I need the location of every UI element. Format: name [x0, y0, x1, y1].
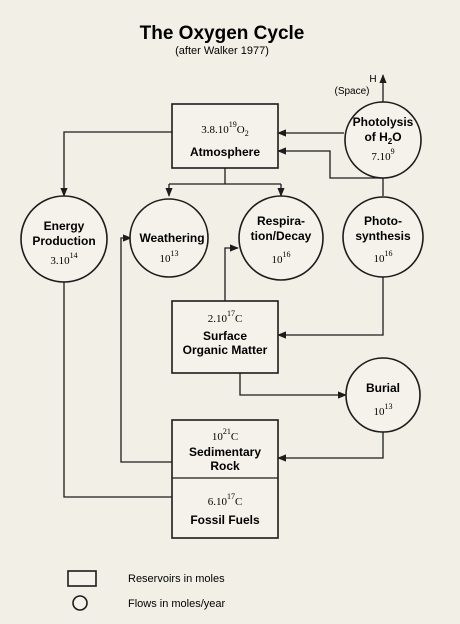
- flow-energy-production: Energy Production 3.1014: [20, 195, 108, 283]
- legend-reservoirs-text: Reservoirs in moles: [128, 573, 225, 585]
- flow-respiration-decay: Respira- tion/Decay 1016: [238, 195, 324, 281]
- surface-organic-label-1: Surface: [203, 329, 247, 343]
- photosynthesis-label-1: Photo-: [364, 214, 402, 228]
- photolysis-circle: [344, 101, 422, 179]
- atmosphere-box: [171, 103, 279, 169]
- legend-reservoir-swatch: [67, 570, 97, 587]
- surface-organic-label-2: Organic Matter: [183, 343, 268, 357]
- fossil-label: Fossil Fuels: [190, 513, 260, 527]
- flow-burial: Burial 1013: [345, 357, 421, 433]
- arrow-organic-to-respiration: [224, 244, 239, 301]
- surface-organic-box: [171, 300, 279, 374]
- legend-flow-swatch: [72, 595, 88, 611]
- sedimentary-label-2: Rock: [210, 459, 240, 473]
- respiration-label-2: tion/Decay: [251, 229, 312, 243]
- energy-label-2: Production: [32, 234, 95, 248]
- atmosphere-label: Atmosphere: [190, 145, 260, 159]
- flow-photosynthesis: Photo- synthesis 1016: [342, 196, 424, 278]
- line-fossil-to-energy: [63, 282, 172, 498]
- sedimentary-value: 1021C: [212, 427, 238, 443]
- legend-flows-text: Flows in moles/year: [128, 598, 226, 610]
- respiration-circle: [238, 195, 324, 281]
- reservoir-surface-organic-matter: 2.1017C Surface Organic Matter: [171, 300, 279, 374]
- legend: Reservoirs in moles Flows in moles/year: [67, 570, 226, 611]
- photosynthesis-label-2: synthesis: [355, 229, 411, 243]
- weathering-value: 1013: [160, 249, 179, 265]
- photolysis-label-1: Photolysis: [353, 115, 414, 129]
- photosynthesis-value: 1016: [374, 249, 393, 265]
- energy-label-1: Energy: [44, 219, 85, 233]
- reservoir-atmosphere: 3.8.1019O2 Atmosphere: [171, 103, 279, 169]
- photosynthesis-circle: [342, 196, 424, 278]
- connectors: [60, 74, 387, 498]
- flow-photolysis: Photolysis of H2O 7.109 (Space) H: [334, 74, 422, 179]
- arrow-atmosphere-to-energy: [60, 131, 172, 197]
- photolysis-value: 7.109: [371, 147, 394, 163]
- energy-circle: [20, 195, 108, 283]
- respiration-value: 1016: [272, 250, 291, 266]
- surface-organic-value: 2.1017C: [208, 309, 243, 325]
- arrow-photosynthesis-to-atmosphere: [277, 147, 384, 196]
- diagram-subtitle: (after Walker 1977): [175, 45, 269, 57]
- burial-value: 1013: [374, 402, 393, 418]
- arrow-sedimentary-to-weathering: [120, 234, 172, 463]
- arrow-organic-to-burial: [239, 373, 347, 399]
- weathering-circle: [129, 198, 209, 278]
- fossil-value: 6.1017C: [208, 492, 243, 508]
- diagram-title: The Oxygen Cycle: [140, 23, 305, 44]
- atmosphere-value: 3.8.1019O2: [201, 120, 248, 138]
- burial-label: Burial: [366, 381, 400, 395]
- burial-circle: [345, 357, 421, 433]
- space-label: (Space): [334, 86, 369, 97]
- weathering-label: Weathering: [139, 231, 204, 245]
- flow-weathering: Weathering 1013: [129, 198, 209, 278]
- photolysis-label-2: of H2O: [364, 130, 401, 146]
- arrow-photosynthesis-to-organic: [277, 277, 384, 339]
- sedimentary-label-1: Sedimentary: [189, 445, 261, 459]
- space-arrow-label: H: [369, 74, 376, 85]
- arrow-burial-to-sedimentary: [277, 432, 384, 462]
- reservoir-sedimentary-fossil: 1021C Sedimentary Rock 6.1017C Fossil Fu…: [171, 419, 279, 539]
- energy-value: 3.1014: [50, 251, 77, 267]
- respiration-label-1: Respira-: [257, 214, 305, 228]
- sedimentary-fossil-box: [171, 419, 279, 539]
